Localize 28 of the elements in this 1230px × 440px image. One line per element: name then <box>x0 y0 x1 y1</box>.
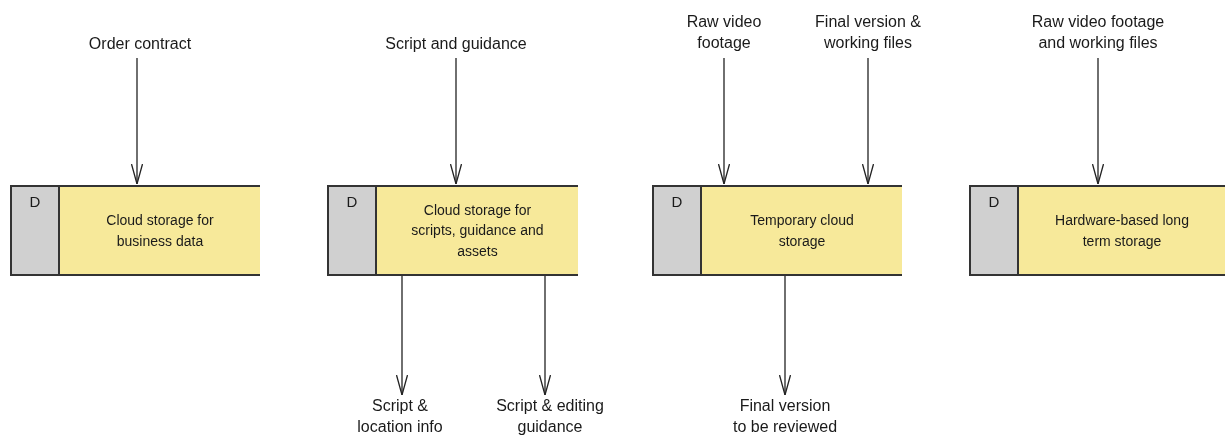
flow-label: Script & editing guidance <box>486 396 614 440</box>
arrow <box>449 57 463 185</box>
arrow <box>395 275 409 396</box>
flow-label: Script & location info <box>350 396 450 440</box>
data-store <box>10 185 260 276</box>
data-store <box>327 185 578 276</box>
store-label: Cloud storage for scripts, guidance and assets <box>410 201 545 261</box>
arrow <box>861 57 875 185</box>
store-id: D <box>671 192 683 212</box>
flow-label: Final version & working files <box>815 12 921 58</box>
store-id: D <box>29 192 41 212</box>
flow-label: Final version to be reviewed <box>731 396 839 440</box>
data-store <box>969 185 1225 276</box>
arrow <box>538 275 552 396</box>
flow-label: Order contract <box>60 34 220 58</box>
store-id: D <box>346 192 358 212</box>
arrow <box>130 57 144 185</box>
arrow <box>1091 57 1105 185</box>
data-store <box>652 185 902 276</box>
store-id: D <box>988 192 1000 212</box>
flow-label: Script and guidance <box>356 34 556 58</box>
store-label: Cloud storage for business data <box>105 211 215 251</box>
arrow <box>778 275 792 396</box>
store-label: Temporary cloud storage <box>749 211 855 251</box>
flow-label: Raw video footage and working files <box>1023 12 1173 58</box>
flow-label: Raw video footage <box>674 12 774 58</box>
arrow <box>717 57 731 185</box>
store-label: Hardware-based long term storage <box>1054 211 1190 251</box>
